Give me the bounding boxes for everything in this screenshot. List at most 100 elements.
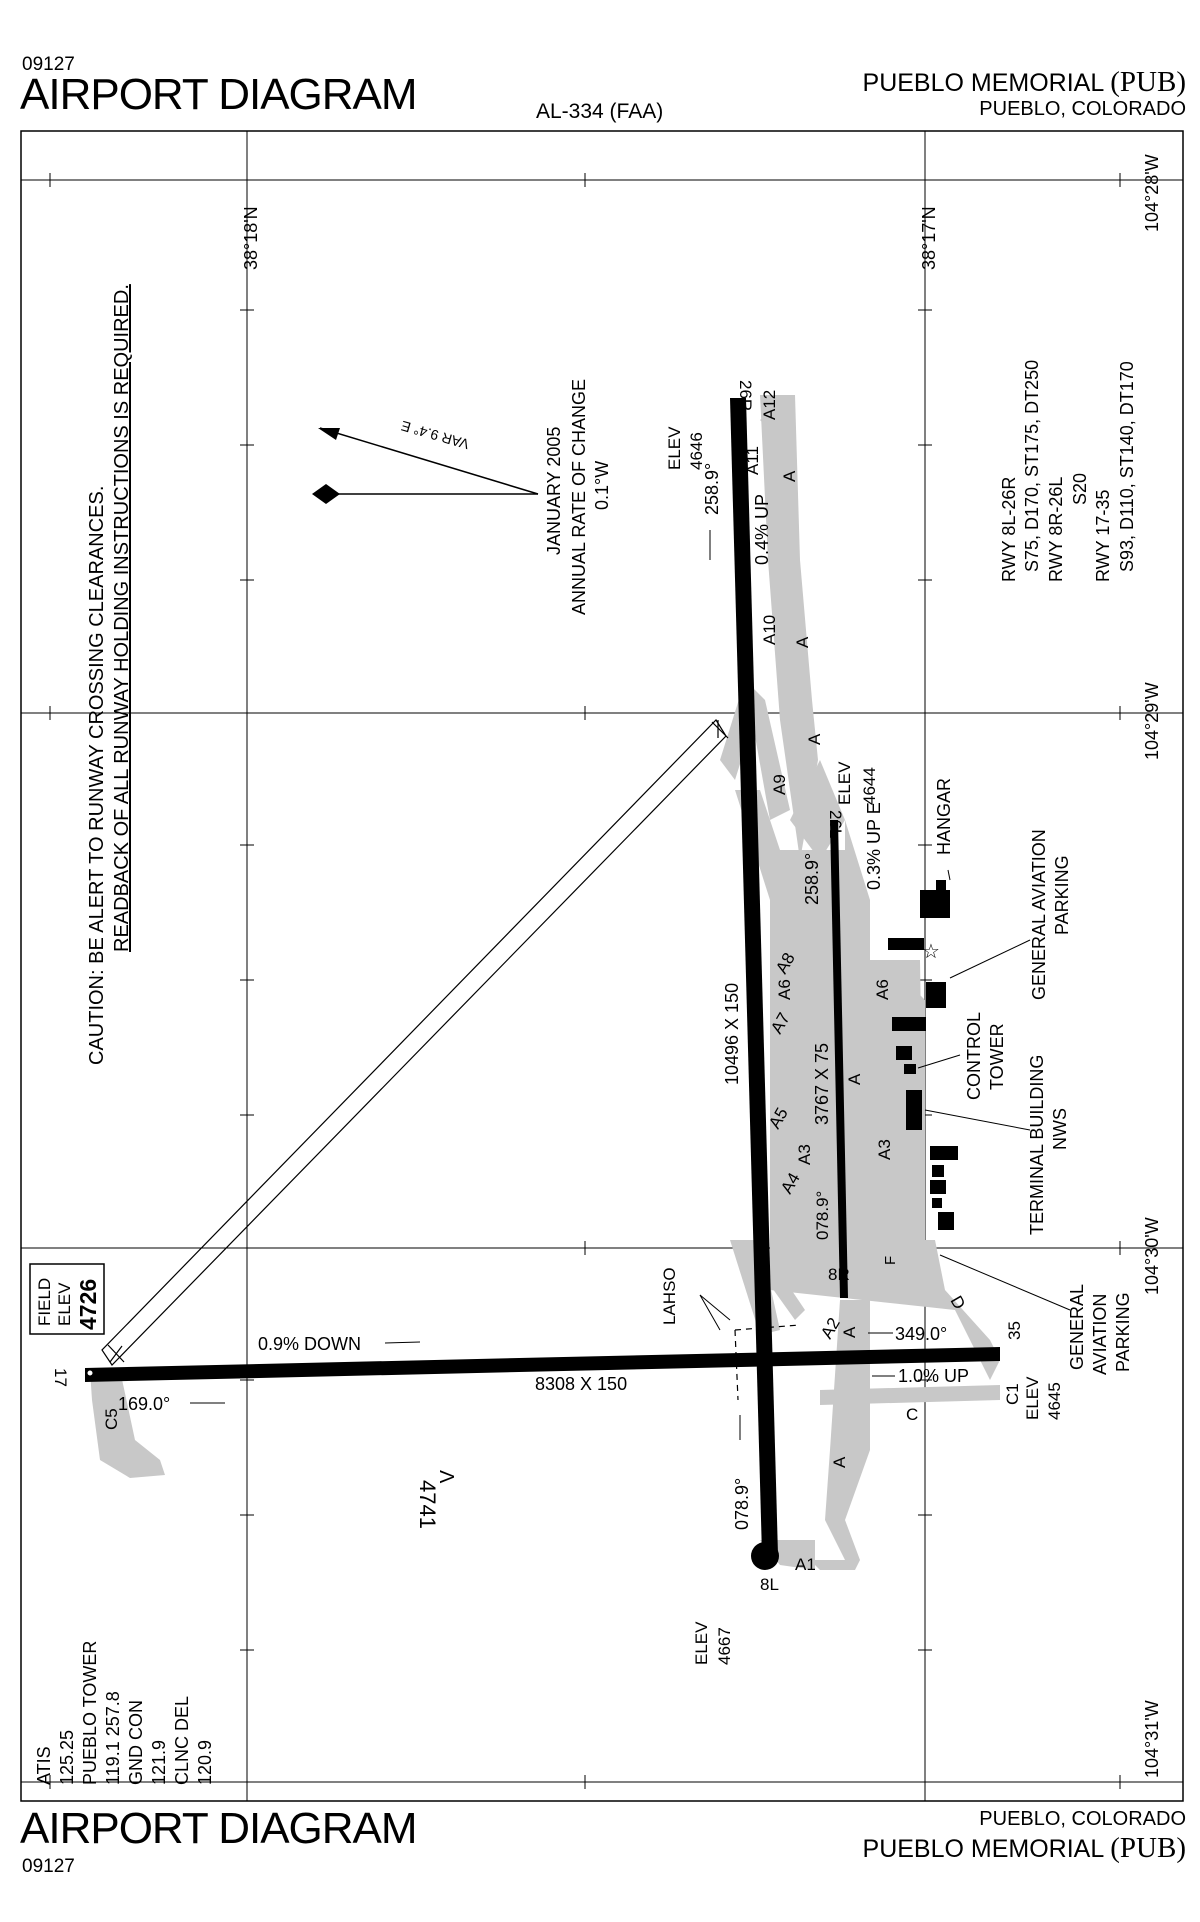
taxiway-c5: C5 [102,1408,121,1430]
buildings [888,880,958,1230]
runway-8r-26l [830,820,848,1298]
taxiway-a3: A3 [795,1144,814,1165]
clnc-freq: 120.9 [195,1740,215,1785]
taxiway-a3-apron: A3 [875,1139,894,1160]
taxiway-c1: C1 [1003,1383,1022,1405]
slope-down-arrow [384,1341,421,1344]
slope-26r: 0.4% UP [752,494,772,565]
rwy-end-8r: 8R [828,1265,850,1284]
tower-label: PUEBLO TOWER [80,1641,100,1785]
field-elev-value: 4726 [75,1279,101,1330]
magvar-symbol [312,427,539,504]
magvar-date: JANUARY 2005 [544,427,564,555]
magvar-rate-label: ANNUAL RATE OF CHANGE [569,379,589,615]
elev-26r-value: 4646 [687,432,706,470]
terminal-label-2: NWS [1050,1108,1070,1150]
field-elev-box [29,1263,105,1335]
lat-label-18: 38°18'N [241,206,261,270]
control-tower-label-1: CONTROL [964,1012,984,1100]
closed-strip [101,719,729,1366]
gnd-label: GND CON [126,1700,146,1785]
taxiway-a1: A1 [795,1555,816,1574]
hdg-078-8l: 078.9° [732,1478,752,1530]
obstacle-elev: 4741 [415,1480,440,1529]
taxiway-c: C [906,1405,918,1424]
airport-name: PUEBLO MEMORIAL (PUB) [863,66,1186,99]
rwy-end-26l: 26L [826,810,845,838]
atis-freq: 125.25 [57,1730,77,1785]
taxiway-a-4: A [845,1073,864,1085]
footer-airport-name: PUEBLO MEMORIAL (PUB) [863,1832,1186,1865]
elev-35-value: 4645 [1045,1382,1064,1420]
tower-star-icon: ☆ [922,941,940,963]
field-elev-label-2: ELEV [55,1282,74,1326]
hdg-078-8r: 078.9° [813,1191,832,1240]
rwy-end-8l: 8L [760,1575,779,1594]
taxiway-a6: A6 [775,979,794,1000]
elev-26l-value: 4644 [860,767,879,805]
taxiway-a9: A9 [770,774,789,795]
slope-down: 0.9% DOWN [258,1334,361,1354]
atis-label: ATIS [34,1746,54,1785]
lon-label-31: 104°31'W [1142,1700,1162,1778]
elev-26r-label: ELEV [665,426,684,470]
ga2-label-3: PARKING [1113,1292,1133,1372]
hangar-label: HANGAR [934,778,954,855]
footer-airport-name-text: PUEBLO MEMORIAL [862,1835,1104,1863]
airport-id: (PUB) [1110,66,1186,98]
lon-label-28: 104°28'W [1142,154,1162,232]
lat-label-17: 38°17'N [919,206,939,270]
al-number: AL-334 (FAA) [536,100,664,123]
magvar-text: VAR 9.4° E [399,418,471,453]
taxiway-a10: A10 [760,615,779,645]
rwy-info-4: S20 [1070,473,1090,505]
rwy-end-26r: 26R [736,380,755,411]
rwy-8r-26l-dims: 3767 X 75 [812,1043,832,1125]
lon-label-30: 104°30'W [1142,1217,1162,1295]
terminal-leader [924,1109,1031,1131]
elev-8l-value: 4667 [715,1627,734,1665]
rwy-end-35: 35 [1005,1321,1024,1340]
hdg-258-26l: 258.9° [802,853,822,905]
rwy-8l-26r-dims: 10496 X 150 [722,983,742,1085]
ga-parking-label-1: GENERAL AVIATION [1029,829,1049,1000]
rwy-info-1: RWY 8L-26R [999,477,1019,582]
clnc-label: CLNC DEL [172,1696,192,1785]
rwy-info-5: RWY 17-35 [1093,490,1113,582]
footer-chart-code: 09127 [22,1856,75,1877]
caution-line-2: READBACK OF ALL RUNWAY HOLDING INSTRUCTI… [111,284,133,952]
ga-parking-leader [949,939,1031,979]
ga2-label-1: GENERAL [1067,1284,1087,1370]
taxiway-a-6: A [830,1456,849,1468]
hdg-258-26r: 258.9° [702,463,722,515]
hdg-349: 349.0° [895,1324,947,1344]
elev-8l-label: ELEV [692,1621,711,1665]
control-tower-leader [917,1054,961,1069]
runway-8l-26r [730,398,778,1555]
hdg-169: 169.0° [118,1394,170,1414]
rwy-info-6: S93, D110, ST140, DT170 [1117,361,1137,572]
runway-8l-end [751,1542,779,1570]
slope-26l: 0.3% UP E [864,802,884,890]
field-elev-label-1: FIELD [35,1278,54,1326]
runway-17-35 [85,1347,1000,1382]
rwy-17-35-dims: 8308 X 150 [535,1374,627,1394]
taxiway-f: F [882,1256,899,1265]
taxiway-a-north: A [780,470,799,482]
chart-code: 09127 [22,54,75,75]
taxiway-a12: A12 [760,390,779,420]
airport-city: PUEBLO, COLORADO [979,98,1186,120]
control-tower-label-2: TOWER [987,1023,1007,1090]
taxiway-a-2: A [793,636,812,648]
airport-name-text: PUEBLO MEMORIAL [862,69,1104,97]
chart-title: AIRPORT DIAGRAM [20,70,418,119]
ga-parking-label-2: PARKING [1052,855,1072,935]
obstacle-icon: Λ [435,1470,457,1484]
rwy-info-3: RWY 8R-26L [1046,477,1066,582]
taxiway-a-3: A [805,733,824,745]
gnd-freq: 121.9 [149,1740,169,1785]
footer-city: PUEBLO, COLORADO [979,1808,1186,1830]
rwy-end-17: 17 [51,1368,70,1387]
caution-line-1: CAUTION: BE ALERT TO RUNWAY CROSSING CLE… [86,486,108,1065]
